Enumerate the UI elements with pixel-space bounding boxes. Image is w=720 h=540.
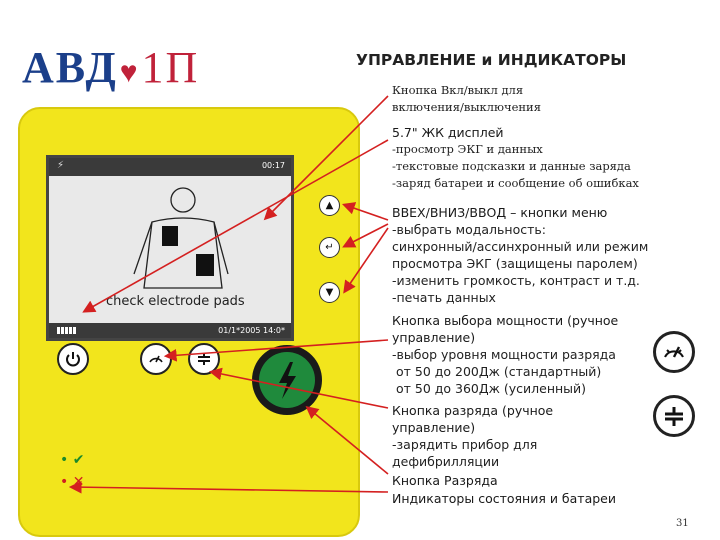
- arrow-status: [68, 480, 389, 494]
- arrow-up: [341, 202, 389, 221]
- menu-line-5: -печать данных: [392, 290, 496, 305]
- shock-button-face[interactable]: [259, 352, 315, 408]
- arrow-down: [343, 227, 389, 294]
- menu-down-button[interactable]: ▼: [319, 282, 340, 303]
- energy-line-2: от 50 до 200Дж (стандартный): [392, 364, 602, 379]
- lcd-heading: 5.7" ЖК дисплей: [392, 125, 504, 140]
- energy-dial-icon: [664, 346, 684, 358]
- energy-description: Кнопка выбора мощности (ручное управлени…: [392, 312, 618, 397]
- charge-line-2: дефибрилляции: [392, 454, 500, 469]
- charge-heading-2: управление): [392, 420, 476, 435]
- down-arrow-icon: ▼: [325, 287, 334, 298]
- up-arrow-icon: ▲: [325, 200, 334, 211]
- energy-line-3: от 50 до 360Дж (усиленный): [392, 381, 587, 396]
- menu-heading: ВВЕХ/ВНИЗ/ВВОД – кнопки меню: [392, 205, 608, 220]
- battery-bars-icon: [57, 327, 77, 334]
- title-tail: ИНДИКАТОРЫ: [497, 51, 627, 69]
- status-description: Индикаторы состояния и батареи: [392, 490, 616, 507]
- power-button[interactable]: [57, 343, 89, 375]
- lcd-mode-icon: ⚡: [57, 160, 65, 171]
- title-conj: и: [481, 51, 493, 69]
- shock-heading: Кнопка Разряда: [392, 473, 498, 488]
- charge-heading-1: Кнопка разряда (ручное: [392, 403, 554, 418]
- power-icon: [66, 352, 80, 367]
- page-title: УПРАВЛЕНИЕ и ИНДИКАТОРЫ: [356, 51, 626, 69]
- arrow-shock: [305, 405, 389, 475]
- logo-text: АВД: [22, 43, 118, 92]
- charge-large-icon: [653, 395, 695, 437]
- lightning-icon: [279, 362, 296, 399]
- lcd-line-3: -заряд батареи и сообщение об ошибках: [392, 176, 639, 190]
- status-heading: Индикаторы состояния и батареи: [392, 491, 616, 506]
- arrow-lcd: [82, 139, 389, 313]
- power-description: Кнопка Вкл/выкл для включения/выключения: [392, 82, 541, 116]
- menu-line-2: синхронный/ассинхронный или режим: [392, 239, 649, 254]
- lcd-status-bar: ⚡ 00:17: [49, 158, 291, 176]
- energy-dial-large-icon: [653, 331, 695, 373]
- charge-icon: [665, 407, 683, 426]
- power-line-2: включения/выключения: [392, 100, 541, 114]
- shock-description: Кнопка Разряда: [392, 472, 498, 489]
- lcd-timer: 00:17: [261, 161, 285, 170]
- lcd-bottom-bar: 01/1*2005 14:0*: [49, 323, 291, 338]
- logo-heart: ♥: [119, 56, 140, 89]
- menu-line-3: просмотра ЭКГ (защищены паролем): [392, 256, 638, 271]
- logo-suffix: 1П: [141, 43, 200, 92]
- energy-heading-2: управление): [392, 330, 476, 345]
- lcd-message: check electrode pads: [106, 294, 245, 309]
- page-number: 31: [676, 518, 689, 529]
- menu-enter-button[interactable]: ↵: [319, 237, 340, 258]
- arrow-charge: [208, 367, 389, 409]
- title-main: УПРАВЛЕНИЕ: [356, 51, 477, 69]
- menu-up-button[interactable]: ▲: [319, 195, 340, 216]
- check-icon: • ✔: [60, 452, 85, 468]
- energy-dial-icon: [149, 355, 163, 363]
- lcd-illustration: [133, 187, 229, 289]
- lcd-description: 5.7" ЖК дисплей -просмотр ЭКГ и данных -…: [392, 124, 639, 192]
- menu-line-4: -изменить громкость, контраст и т.д.: [392, 273, 640, 288]
- power-line-1: Кнопка Вкл/выкл для: [392, 83, 524, 97]
- charge-description: Кнопка разряда (ручное управление) -заря…: [392, 402, 553, 470]
- lcd-line-2: -текстовые подсказки и данные заряда: [392, 159, 631, 173]
- menu-line-1: -выбрать модальность:: [392, 222, 546, 237]
- status-ok-indicator: • ✔: [60, 452, 84, 468]
- enter-icon: ↵: [325, 242, 334, 253]
- arrow-power: [263, 95, 389, 221]
- arrow-energy: [163, 339, 389, 362]
- lcd-date: 01/1*2005 14:0*: [218, 326, 285, 335]
- menu-description: ВВЕХ/ВНИЗ/ВВОД – кнопки меню -выбрать мо…: [392, 204, 648, 306]
- charge-line-1: -зарядить прибор для: [392, 437, 538, 452]
- energy-heading-1: Кнопка выбора мощности (ручное: [392, 313, 619, 328]
- energy-line-1: -выбор уровня мощности разряда: [392, 347, 616, 362]
- logo: АВД♥1П: [22, 42, 199, 93]
- lcd-line-1: -просмотр ЭКГ и данных: [392, 142, 543, 156]
- arrow-enter: [342, 223, 389, 248]
